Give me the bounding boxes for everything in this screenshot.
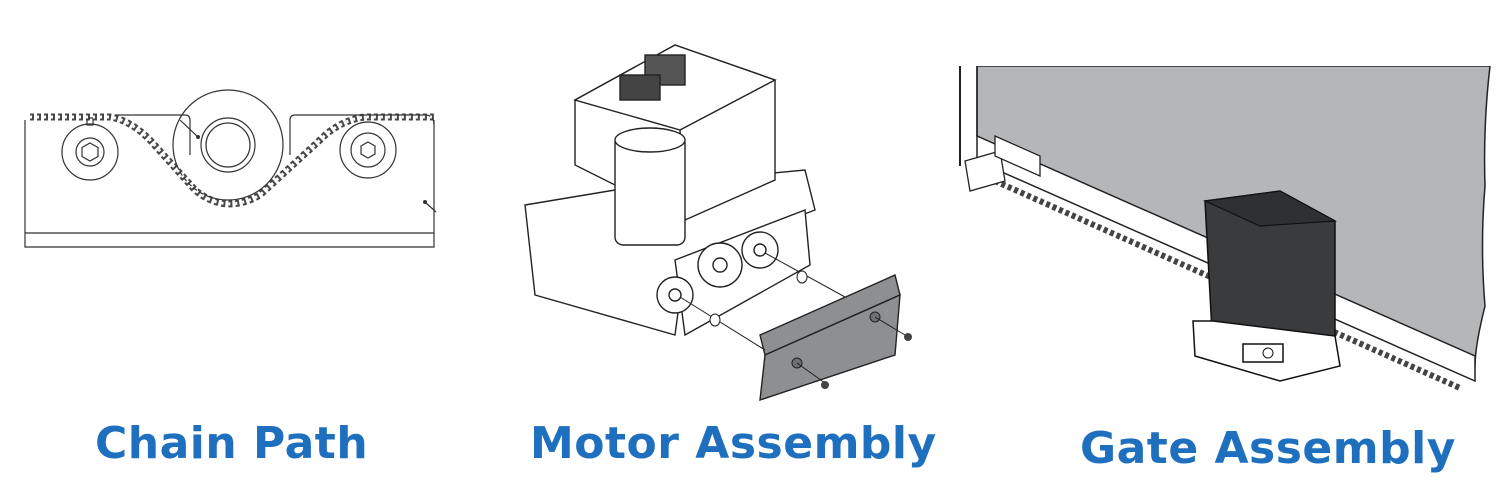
gate-assembly-caption: Gate Assembly (1080, 423, 1456, 474)
motor-assembly-caption: Motor Assembly (530, 418, 937, 469)
gate-assembly-panel (955, 66, 1495, 391)
chain-path-caption: Chain Path (95, 418, 369, 469)
motor-exploded-view-icon (524, 44, 912, 402)
motor-assembly-panel (515, 5, 935, 405)
gate-with-operator-icon (959, 66, 1491, 391)
chain-path-panel (20, 80, 440, 255)
chain-and-sprockets-icon (24, 89, 437, 248)
